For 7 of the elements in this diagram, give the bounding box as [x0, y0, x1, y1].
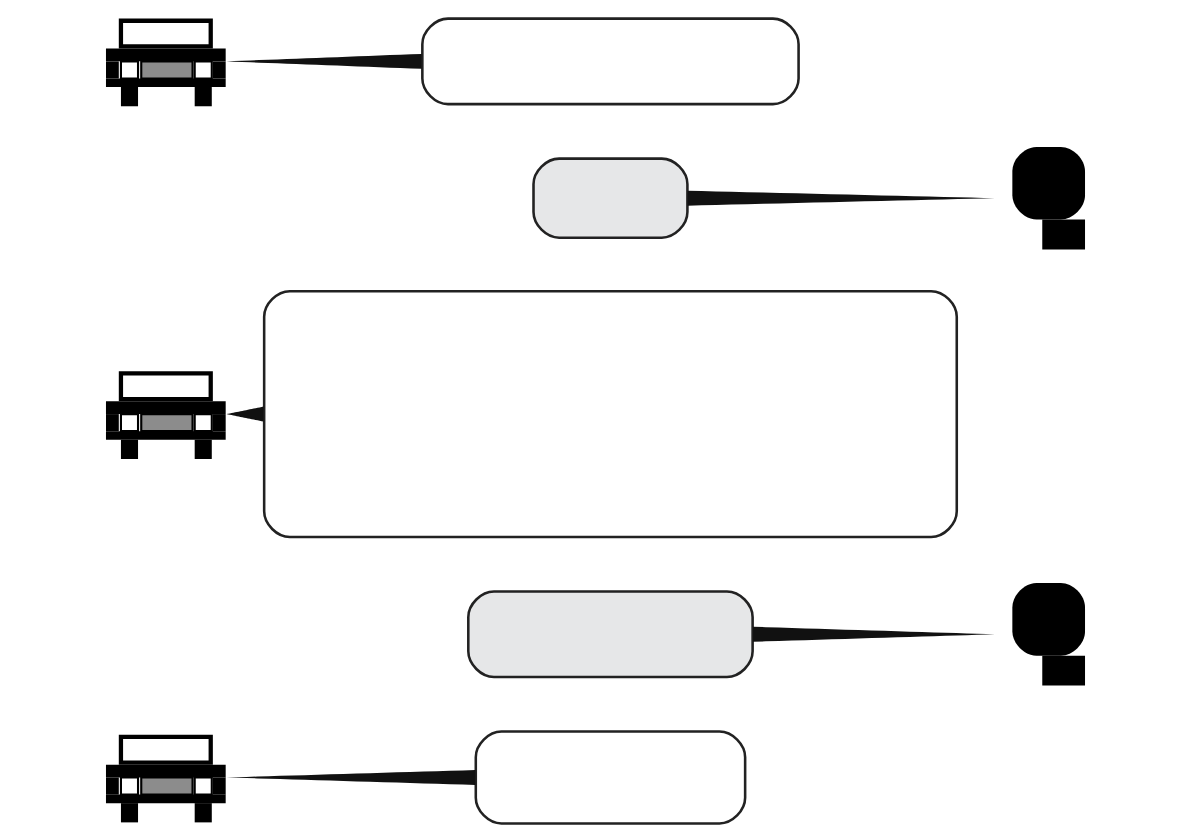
node-box	[467, 589, 754, 678]
node-box	[474, 729, 747, 825]
node-box	[262, 289, 959, 538]
node-box	[421, 16, 800, 105]
connector	[226, 406, 264, 422]
node-box	[532, 156, 689, 239]
connector	[226, 769, 476, 785]
